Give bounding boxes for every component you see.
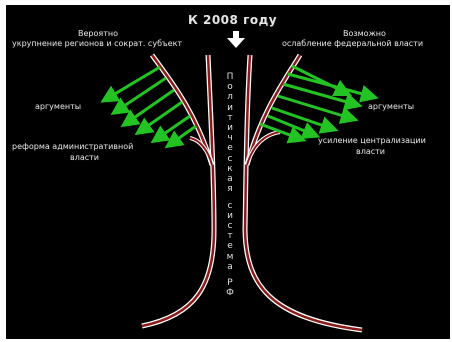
trunk-label-char: Р	[224, 278, 236, 288]
left-arrow-2	[118, 78, 166, 110]
trunk-label-char: а	[224, 262, 236, 272]
trunk-label-char: к	[224, 164, 236, 174]
trunk-label-char: с	[224, 221, 236, 231]
trunk-label-char: и	[224, 103, 236, 113]
trunk-label-char: с	[224, 154, 236, 164]
trunk-label-char: е	[224, 143, 236, 153]
right-arrows	[260, 66, 370, 138]
right-arrow-5	[272, 108, 330, 128]
left-arrows	[108, 67, 196, 143]
trunk-label-char: а	[224, 174, 236, 184]
right-heading-line1: Возможно	[343, 29, 386, 38]
trunk-label-char: П	[224, 72, 236, 82]
trunk-label-char: м	[224, 252, 236, 262]
trunk-label-char: т	[224, 231, 236, 241]
trunk-label-char: т	[224, 113, 236, 123]
trunk-label-char: о	[224, 82, 236, 92]
trunk-label-char: Ф	[224, 288, 236, 298]
left-branch	[152, 55, 212, 165]
diagram-title: К 2008 году	[188, 13, 277, 27]
down-arrow-icon	[227, 31, 245, 48]
left-reform-label-line1: реформа административной	[12, 142, 133, 151]
trunk-label-char: и	[224, 123, 236, 133]
left-heading-line2: укрупнение регионов и сократ. субъект	[12, 39, 182, 48]
right-strengthening-label-line2: власти	[356, 147, 385, 156]
trunk-label-char: с	[224, 201, 236, 211]
right-arguments-label: аргументы	[368, 102, 414, 111]
trunk-label-char: л	[224, 92, 236, 102]
left-arrow-1	[108, 67, 160, 98]
right-strengthening-label-line1: усиление централизации	[318, 136, 426, 145]
left-reform-label-line2: власти	[70, 153, 99, 162]
trunk-label-char: и	[224, 211, 236, 221]
left-arrow-3	[128, 90, 174, 122]
left-arguments-label: аргументы	[35, 102, 81, 111]
trunk-label-char: я	[224, 184, 236, 194]
trunk-label-char: ч	[224, 133, 236, 143]
trunk-label-char: е	[224, 241, 236, 251]
right-arrow-2	[288, 74, 370, 96]
right-heading-line2: ослабление федеральной власти	[282, 39, 423, 48]
left-heading-line1: Вероятно	[78, 29, 118, 38]
